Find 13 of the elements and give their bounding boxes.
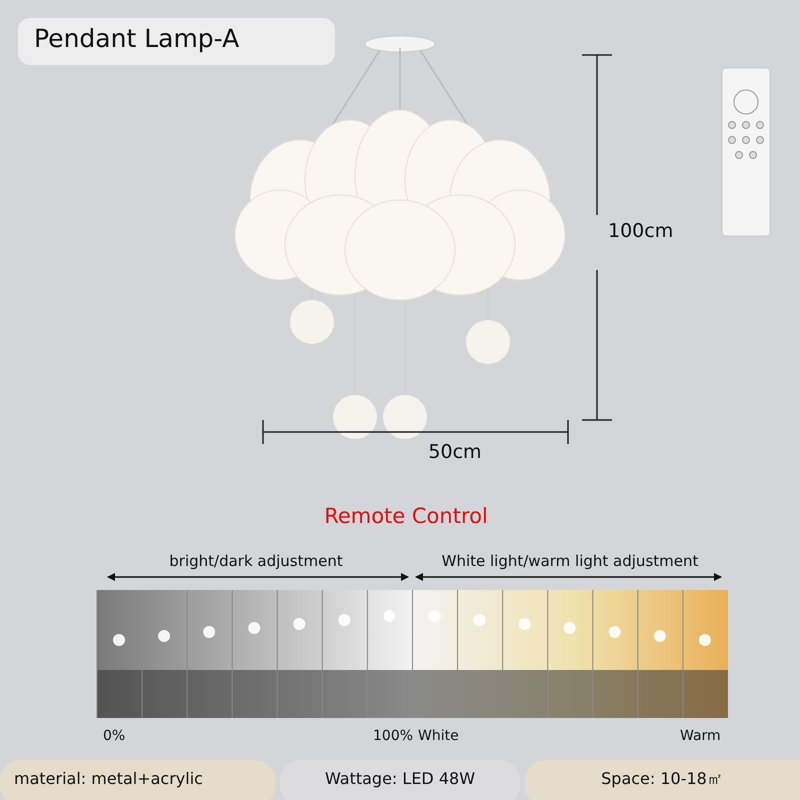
spec-text: material: metal+acrylic <box>14 769 203 788</box>
dimension-label: 100cm <box>608 220 674 242</box>
adjustment-label: bright/dark adjustment <box>169 552 343 570</box>
scale-label: White <box>418 728 459 744</box>
dimension-label: 50cm <box>428 441 482 463</box>
scale-label: Warm <box>680 728 721 744</box>
adjustment-label: White light/warm light adjustment <box>442 552 698 570</box>
spec-text: Wattage: LED 48W <box>324 769 476 788</box>
scale-label: 100% <box>373 728 414 744</box>
section-heading: Remote Control <box>324 504 488 528</box>
spec-text: Space: 10-18㎡ <box>601 769 723 790</box>
scale-label: 0% <box>103 728 126 744</box>
product-title: Pendant Lamp-A <box>34 24 240 53</box>
